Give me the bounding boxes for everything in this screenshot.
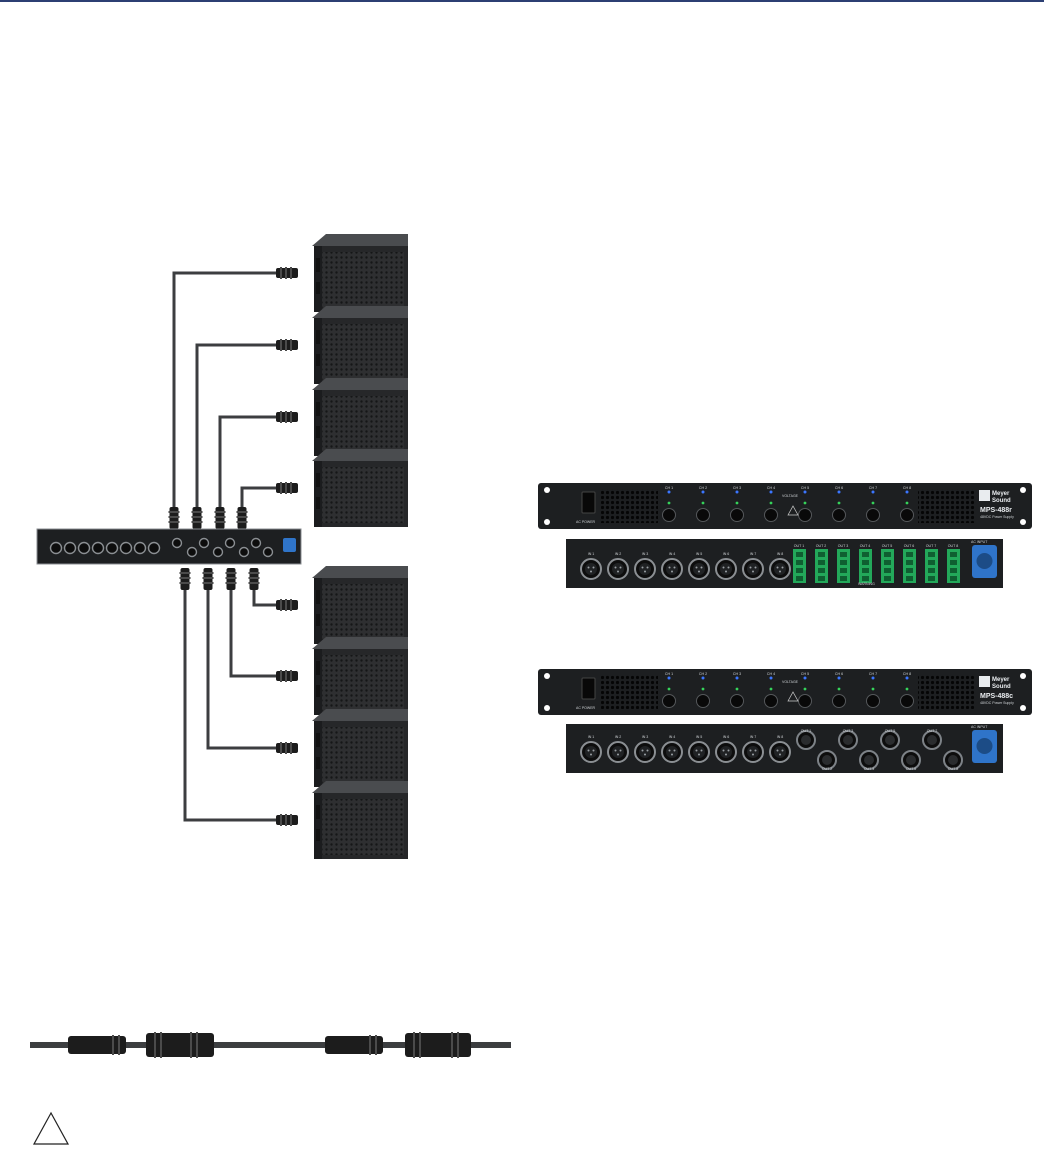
brand-logo: Meyer Sound MPS-488r 48VDC Power Supply [979,490,1014,519]
channel-label-1-6: CH 6 [835,486,843,490]
svg-text:VOLTAGE: VOLTAGE [782,680,799,684]
cable-assembly [30,1032,511,1058]
speakers [312,234,408,859]
input-label-2-6: IN 6 [723,735,730,739]
channel-label-2-8: CH 8 [903,672,911,676]
output-label-2-8: OUT 8 [948,767,959,771]
input-label-1-2: IN 2 [615,552,622,556]
svg-text:48VDC Power Supply: 48VDC Power Supply [980,701,1014,705]
svg-text:Sound: Sound [992,684,1011,690]
speaker-8 [312,781,408,859]
svg-text:Sound: Sound [992,498,1011,504]
brand-logo-2: Meyer Sound MPS-488c 48VDC Power Supply [979,676,1014,705]
input-label-2-2: IN 2 [615,735,622,739]
output-label-2-3: OUT 3 [843,729,854,733]
output-label-2-2: OUT 2 [822,767,833,771]
channel-label-2-5: CH 5 [801,672,809,676]
speaker-2 [312,306,408,384]
input-label-2-8: IN 8 [777,735,784,739]
input-label-1-3: IN 3 [642,552,649,556]
svg-text:AC POWER: AC POWER [576,520,596,524]
input-label-2-5: IN 5 [696,735,703,739]
output-label-1-1: OUT 1 [794,544,805,548]
input-label-1-1: IN 1 [588,552,595,556]
channel-label-2-6: CH 6 [835,672,843,676]
speaker-3 [312,378,408,456]
input-label-1-6: IN 6 [723,552,730,556]
speaker-1 [312,234,408,312]
output-label-1-3: OUT 3 [838,544,849,548]
channel-label-2-1: CH 1 [665,672,673,676]
channel-label-1-1: CH 1 [665,486,673,490]
svg-text:AC INPUT: AC INPUT [971,540,988,544]
svg-text:VOLTAGE: VOLTAGE [782,494,799,498]
speaker-7 [312,709,408,787]
output-label-2-4: OUT 4 [864,767,875,771]
channel-label-2-7: CH 7 [869,672,877,676]
input-label-2-4: IN 4 [669,735,676,739]
svg-text:MPS-488r: MPS-488r [980,507,1012,514]
output-label-2-6: OUT 6 [906,767,917,771]
svg-text:WARNING: WARNING [858,582,875,586]
output-label-1-8: OUT 8 [948,544,959,548]
channel-label-1-5: CH 5 [801,486,809,490]
input-label-1-5: IN 5 [696,552,703,556]
power-supply-rear-1: AC INPUT WARNING [566,539,1003,588]
output-label-1-6: OUT 6 [904,544,915,548]
svg-text:MPS-488c: MPS-488c [980,693,1013,700]
output-label-1-7: OUT 7 [926,544,937,548]
power-supply-rear-small [36,528,302,565]
output-label-1-5: OUT 5 [882,544,893,548]
input-label-2-7: IN 7 [750,735,757,739]
power-supply-rear-2: AC INPUT [566,724,1003,773]
channel-label-1-2: CH 2 [699,486,707,490]
channel-label-1-8: CH 8 [903,486,911,490]
input-label-1-8: IN 8 [777,552,784,556]
channel-label-1-3: CH 3 [733,486,741,490]
header-rule [0,0,1044,2]
svg-text:Meyer: Meyer [992,491,1010,497]
channel-label-2-3: CH 3 [733,672,741,676]
svg-text:Meyer: Meyer [992,677,1010,683]
speaker-5 [312,566,408,644]
channel-label-1-4: CH 4 [767,486,775,490]
channel-label-2-2: CH 2 [699,672,707,676]
input-label-2-3: IN 3 [642,735,649,739]
svg-text:AC INPUT: AC INPUT [971,725,988,729]
power-supply-front-1: AC POWER VOLTAGE Meyer Sound MPS-488r [538,483,1032,529]
svg-text:AC POWER: AC POWER [576,706,596,710]
output-label-2-1: OUT 1 [801,729,812,733]
output-label-1-2: OUT 2 [816,544,827,548]
output-label-2-7: OUT 7 [927,729,938,733]
input-label-1-7: IN 7 [750,552,757,556]
channel-label-2-4: CH 4 [767,672,775,676]
speaker-cables [172,271,276,822]
svg-text:48VDC Power Supply: 48VDC Power Supply [980,515,1014,519]
input-label-1-4: IN 4 [669,552,676,556]
channel-label-1-7: CH 7 [869,486,877,490]
speaker-6 [312,637,408,715]
output-label-2-5: OUT 5 [885,729,896,733]
input-label-2-1: IN 1 [588,735,595,739]
warning-triangle-icon [32,1111,70,1145]
output-label-1-4: OUT 4 [860,544,871,548]
speaker-4 [312,449,408,527]
power-supply-front-2: AC POWER VOLTAGE Meyer Sound MPS-488c [538,669,1032,715]
